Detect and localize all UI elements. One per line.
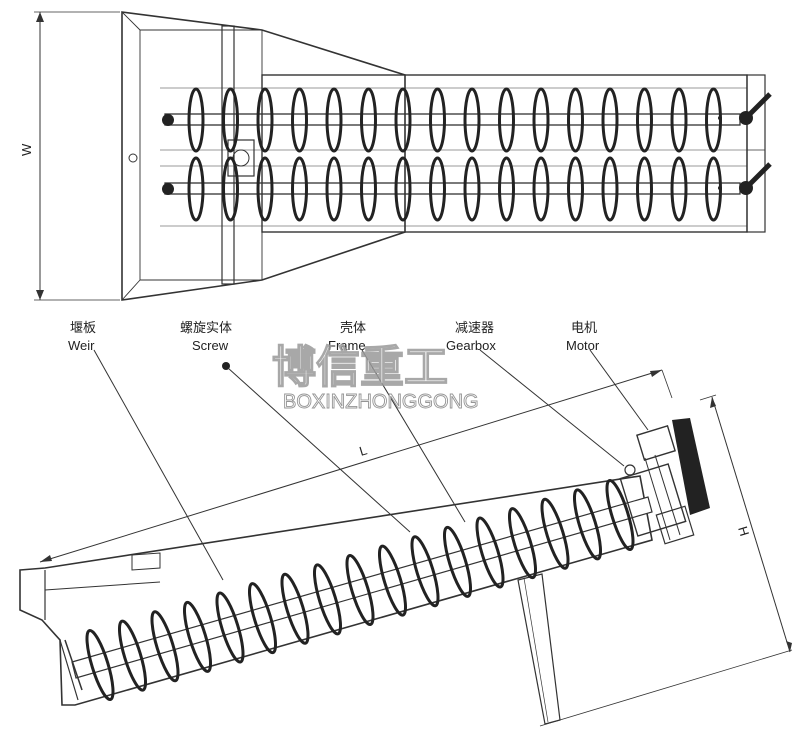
screw-flight	[429, 87, 446, 153]
screw-flight	[256, 87, 274, 153]
frame-label-cn: 壳体	[340, 321, 366, 336]
gearbox-label: 减速器 Gearbox	[446, 321, 496, 353]
screw-flight	[429, 156, 446, 222]
screw-flight	[670, 87, 688, 153]
screw-flight	[601, 87, 619, 153]
top-view: W	[19, 11, 772, 301]
screw-flight	[325, 156, 343, 222]
weir-label-en: Weir	[68, 338, 95, 353]
drive-assembly	[619, 418, 710, 545]
screw-flight	[532, 156, 550, 222]
screw-flight	[567, 156, 584, 222]
top-shafts	[162, 92, 772, 195]
screw-flight	[605, 478, 635, 552]
motor-label-cn: 电机	[571, 321, 597, 336]
screw-flight	[360, 156, 377, 222]
top-screw-flights	[187, 87, 722, 222]
screw-flight	[377, 544, 408, 617]
screw-flight	[442, 525, 473, 598]
screw-flight	[532, 87, 550, 153]
watermark-cn: 博信重工	[272, 342, 448, 393]
screw-flight	[475, 516, 505, 589]
screw-flight	[117, 619, 148, 692]
top-hopper	[121, 11, 406, 301]
height-dimension: H	[539, 394, 793, 727]
screw-flight	[463, 156, 481, 222]
screw-flight	[215, 591, 245, 664]
screw-flight	[636, 87, 653, 153]
screw-flight	[325, 87, 343, 153]
watermark: 博信重工 BOXINZHONGGONG	[271, 341, 479, 413]
screw-flight	[85, 628, 115, 702]
weir-label: 堰板 Weir	[68, 321, 96, 353]
screw-flight	[291, 156, 308, 222]
frame-label-en: Frame	[328, 338, 366, 353]
screw-flight	[463, 87, 481, 153]
screw-label-cn: 螺旋实体	[180, 321, 232, 336]
screw-flight	[498, 156, 515, 222]
screw-flight	[498, 87, 515, 153]
screw-flight	[187, 87, 205, 153]
screw-flight	[572, 488, 603, 561]
screw-flight	[567, 87, 584, 153]
screw-flight	[670, 156, 688, 222]
screw-flight	[601, 156, 619, 222]
screw-flight	[705, 87, 722, 153]
screw-flight	[247, 582, 278, 655]
side-screw-flights	[85, 478, 635, 702]
screw-label-en: Screw	[192, 338, 229, 353]
screw-flight	[312, 563, 343, 636]
screw-flight	[291, 87, 308, 153]
height-dimension-label: H	[735, 524, 752, 537]
gearbox-label-en: Gearbox	[446, 338, 496, 353]
frame-label: 壳体 Frame	[328, 321, 366, 353]
screw-flight	[540, 497, 570, 570]
screw-flight	[507, 507, 538, 580]
screw-flight	[345, 553, 375, 627]
motor-label-en: Motor	[566, 338, 600, 353]
screw-flight	[187, 156, 205, 222]
screw-flight	[636, 156, 653, 222]
screw-flight	[222, 156, 239, 222]
screw-flight	[256, 156, 274, 222]
screw-flight	[150, 610, 180, 683]
weir-label-cn: 堰板	[70, 321, 96, 336]
screw-flight	[182, 600, 213, 673]
screw-flight	[410, 535, 440, 608]
side-view: L H	[19, 349, 793, 727]
leader-lines	[93, 349, 649, 581]
screw-flight	[705, 156, 722, 222]
screw-label: 螺旋实体 Screw	[180, 321, 232, 353]
screw-flight	[360, 87, 377, 153]
screw-flight	[394, 156, 412, 222]
screw-flight	[222, 87, 239, 153]
length-dimension-label: L	[357, 442, 368, 458]
width-dimension: W	[19, 11, 120, 301]
gearbox-label-cn: 减速器	[455, 321, 494, 336]
motor-label: 电机 Motor	[566, 321, 600, 353]
watermark-en: BOXINZHONGGONG	[283, 391, 479, 413]
screw-flight	[394, 87, 412, 153]
component-labels: 堰板 Weir 螺旋实体 Screw 壳体 Frame 减速器 Gearbox …	[68, 321, 600, 353]
length-dimension: L	[39, 369, 673, 563]
width-dimension-label: W	[19, 143, 34, 156]
screw-flight	[280, 572, 310, 645]
